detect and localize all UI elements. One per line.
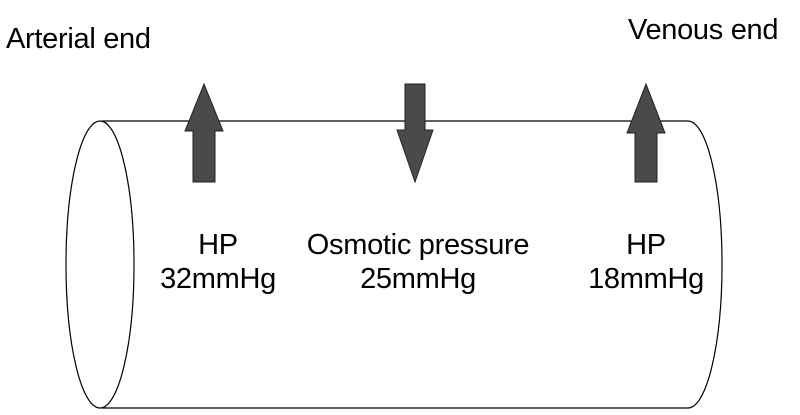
osmotic-pressure-name: Osmotic pressure (306, 229, 530, 261)
arterial-end-label: Arterial end (6, 23, 151, 55)
venous-end-label: Venous end (628, 14, 779, 46)
hp-arterial-block: HP 32mmHg (160, 228, 276, 296)
osmotic-pressure-down-arrow (396, 83, 434, 184)
osmotic-pressure-block: Osmotic pressure 25mmHg (306, 228, 530, 296)
hp-arterial-value: 32mmHg (160, 263, 276, 295)
hp-arterial-up-arrow (184, 82, 224, 183)
hp-venous-name: HP (626, 229, 666, 261)
capillary-arterial-opening (65, 120, 135, 409)
hp-venous-up-arrow (626, 82, 666, 183)
hp-venous-value: 18mmHg (588, 263, 704, 295)
osmotic-pressure-value: 25mmHg (360, 263, 476, 295)
capillary-venous-end (687, 120, 723, 409)
hp-arterial-name: HP (198, 229, 238, 261)
hp-venous-block: HP 18mmHg (588, 228, 704, 296)
